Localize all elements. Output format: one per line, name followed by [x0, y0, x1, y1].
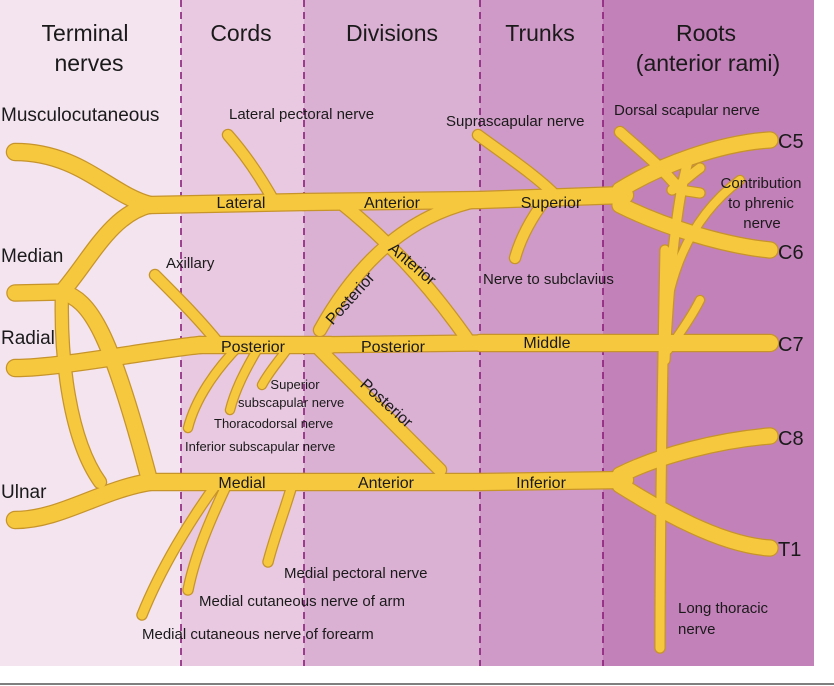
roots-column-bg — [603, 0, 814, 666]
heading-cords: Cords — [210, 20, 271, 46]
division-posterior-lower-diagonal — [314, 344, 446, 476]
divisions-column-bg — [304, 0, 480, 666]
trunk-inferior — [472, 472, 633, 490]
inferior-subscapular-label: Inferior subscapular nerve — [185, 439, 335, 454]
axillary-label: Axillary — [166, 255, 215, 272]
cord-medial-label: Medial — [218, 475, 265, 492]
branch-superior-subscapular — [258, 341, 294, 389]
trunk-middle-label: Middle — [523, 335, 570, 352]
lateral-pectoral-label: Lateral pectoral nerve — [229, 106, 374, 123]
terminal-column-bg — [0, 0, 181, 666]
column-headings: Terminal nerves Cords Divisions Trunks R… — [42, 20, 781, 76]
median-label: Median — [1, 246, 63, 267]
phrenic-label-line2: to phrenic — [728, 195, 794, 212]
musculocutaneous-label: Musculocutaneous — [1, 105, 159, 126]
heading-roots-line1: Roots — [676, 20, 736, 46]
branch-inferior-subscapular — [184, 341, 244, 432]
heading-terminal-line2: nerves — [54, 50, 123, 76]
ulnar-median-link — [55, 286, 106, 488]
heading-trunks: Trunks — [505, 20, 574, 46]
division-anterior-upper — [296, 192, 488, 210]
cord-posterior-label: Posterior — [221, 339, 286, 356]
radial-label: Radial — [1, 328, 55, 349]
root-c8-label: C8 — [778, 428, 804, 450]
branch-labels: Lateral pectoral nerve Suprascapular ner… — [142, 102, 801, 643]
terminal-ulnar — [7, 474, 158, 528]
thoracodorsal-label: Thoracodorsal nerve — [214, 416, 333, 431]
subclavius-label: Nerve to subclavius — [483, 271, 614, 288]
root-t1-label: T1 — [778, 539, 801, 561]
phrenic-label-line1: Contribution — [721, 175, 802, 192]
terminal-nerve-labels: Musculocutaneous Median Radial Ulnar — [1, 105, 159, 503]
heading-roots-line2: (anterior rami) — [636, 50, 780, 76]
root-c8 — [612, 428, 778, 483]
root-labels: C5 C6 C7 C8 T1 — [778, 131, 804, 561]
branch-long-thoracic-c6 — [666, 176, 744, 294]
branch-medial-cutaneous-arm — [183, 477, 233, 595]
trunk-superior-label: Superior — [521, 195, 582, 212]
root-c7-label: C7 — [778, 334, 804, 356]
trunk-inferior-label: Inferior — [516, 475, 566, 492]
suprascapular-label: Suprascapular nerve — [446, 113, 584, 130]
column-backgrounds — [0, 0, 814, 666]
division-anterior-upper-label: Anterior — [364, 195, 421, 212]
dorsal-scapular-label: Dorsal scapular nerve — [614, 102, 760, 119]
nerve-paths — [7, 127, 778, 653]
medial-cutaneous-forearm-label: Medial cutaneous nerve of forearm — [142, 626, 374, 643]
terminal-median — [7, 197, 158, 490]
long-thoracic-label-line1: Long thoracic — [678, 600, 769, 617]
branch-axillary — [150, 270, 225, 350]
branch-suprascapular — [473, 130, 565, 205]
division-posterior-upper-diagonal — [314, 194, 486, 336]
division-anterior-lower-label: Anterior — [358, 475, 415, 492]
phrenic-label-line3: nerve — [743, 215, 781, 232]
column-dividers — [180, 0, 604, 666]
long-thoracic-label-line2: nerve — [678, 621, 716, 638]
trunk-labels: Superior Middle Inferior — [516, 195, 582, 492]
division-anterior-diagonal — [334, 196, 476, 349]
branch-long-thoracic-c7 — [664, 296, 704, 354]
heading-divisions: Divisions — [346, 20, 438, 46]
branch-dorsal-scapular — [615, 127, 685, 195]
heading-terminal-line1: Terminal — [42, 20, 129, 46]
root-c5-label: C5 — [778, 131, 804, 153]
root-t1 — [612, 477, 778, 556]
trunks-column-bg — [480, 0, 603, 666]
terminal-radial — [7, 337, 208, 376]
medial-cutaneous-arm-label: Medial cutaneous nerve of arm — [199, 593, 405, 610]
division-posterior-middle-label: Posterior — [361, 339, 426, 356]
branch-long-thoracic — [655, 245, 670, 653]
branch-medial-cutaneous-forearm — [137, 477, 223, 620]
branch-medial-pectoral — [263, 477, 298, 567]
ulnar-label: Ulnar — [1, 482, 47, 503]
root-c6-label: C6 — [778, 242, 804, 264]
branch-lateral-pectoral — [223, 130, 280, 208]
branch-subclavius — [510, 195, 550, 263]
terminal-musculocutaneous — [7, 144, 158, 213]
branch-thoracodorsal — [226, 341, 264, 414]
medial-pectoral-label: Medial pectoral nerve — [284, 565, 427, 582]
cord-labels: Lateral Posterior Medial — [217, 195, 286, 492]
superior-subscapular-label-line2: subscapular nerve — [238, 395, 344, 410]
superior-subscapular-label-line1: Superior — [270, 377, 320, 392]
cord-lateral-label: Lateral — [217, 195, 266, 212]
